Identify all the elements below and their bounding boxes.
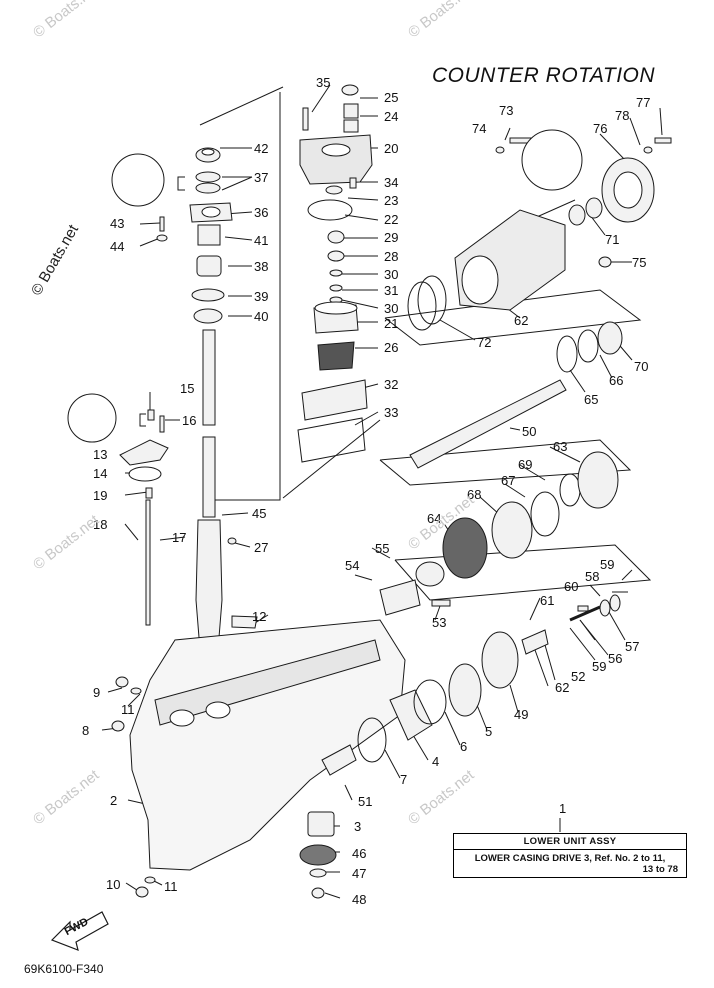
callout-5[interactable]: 5 (485, 724, 493, 739)
group-bracket-upper (205, 92, 281, 501)
callout-48[interactable]: 48 (352, 892, 367, 907)
callout-32[interactable]: 32 (384, 377, 399, 392)
callout-11-b[interactable]: 11 (164, 879, 178, 894)
callout-38[interactable]: 38 (254, 259, 269, 274)
callout-53[interactable]: 53 (432, 615, 447, 630)
callout-72[interactable]: 72 (477, 335, 492, 350)
callout-41[interactable]: 41 (254, 233, 269, 248)
callout-10[interactable]: 10 (106, 877, 121, 892)
callout-39[interactable]: 39 (254, 289, 269, 304)
callout-23[interactable]: 23 (384, 193, 399, 208)
assembly-title: LOWER UNIT ASSY (454, 834, 686, 850)
callout-2[interactable]: 2 (110, 793, 118, 808)
callout-1[interactable]: 1 (559, 801, 567, 816)
group-bracket-pump2 (282, 419, 381, 499)
callout-47[interactable]: 47 (352, 866, 367, 881)
callout-40[interactable]: 40 (254, 309, 269, 324)
callout-58[interactable]: 58 (585, 569, 600, 584)
callout-8[interactable]: 8 (82, 723, 90, 738)
callout-46[interactable]: 46 (352, 846, 367, 861)
callout-21[interactable]: 21 (384, 316, 399, 331)
callout-9[interactable]: 9 (93, 685, 101, 700)
callout-54[interactable]: 54 (345, 558, 360, 573)
callout-30-b[interactable]: 30 (384, 301, 399, 316)
callout-22[interactable]: 22 (384, 212, 399, 227)
callout-49[interactable]: 49 (514, 707, 529, 722)
callout-29[interactable]: 29 (384, 230, 399, 245)
group-bracket-shaft (379, 439, 632, 486)
callout-34[interactable]: 34 (384, 175, 399, 190)
callout-18[interactable]: 18 (93, 517, 108, 532)
callout-56[interactable]: 56 (608, 651, 623, 666)
callout-28[interactable]: 28 (384, 249, 399, 264)
callout-45[interactable]: 45 (252, 506, 267, 521)
callout-51[interactable]: 51 (358, 794, 373, 809)
callout-65[interactable]: 65 (584, 392, 599, 407)
callout-14[interactable]: 14 (93, 466, 108, 481)
callout-78[interactable]: 78 (615, 108, 630, 123)
group-bracket-prop (384, 289, 642, 346)
callout-62[interactable]: 62 (514, 313, 529, 328)
diagram-title: COUNTER ROTATION (432, 64, 656, 87)
callout-20[interactable]: 20 (384, 141, 399, 156)
callout-33[interactable]: 33 (384, 405, 399, 420)
callout-17[interactable]: 17 (172, 530, 187, 545)
callout-6[interactable]: 6 (460, 739, 468, 754)
fwd-arrow (50, 911, 109, 951)
assembly-ref-line: LOWER CASING DRIVE 3, Ref. No. 2 to 11, (474, 853, 666, 864)
callout-66[interactable]: 66 (609, 373, 624, 388)
callout-70[interactable]: 70 (634, 359, 649, 374)
callout-30-a[interactable]: 30 (384, 267, 399, 282)
callout-74[interactable]: 74 (472, 121, 487, 136)
callout-50[interactable]: 50 (522, 424, 537, 439)
callout-71[interactable]: 71 (605, 232, 620, 247)
callout-44[interactable]: 44 (110, 239, 125, 254)
assembly-info-box: LOWER UNIT ASSY LOWER CASING DRIVE 3, Re… (453, 833, 687, 878)
callout-76[interactable]: 76 (593, 121, 608, 136)
callout-31[interactable]: 31 (384, 283, 399, 298)
callout-37[interactable]: 37 (254, 170, 269, 185)
callout-75[interactable]: 75 (632, 255, 647, 270)
callout-60[interactable]: 60 (564, 579, 579, 594)
callout-43[interactable]: 43 (110, 216, 125, 231)
callout-63[interactable]: 63 (553, 439, 568, 454)
callout-42[interactable]: 42 (254, 141, 269, 156)
callout-77[interactable]: 77 (636, 95, 651, 110)
callout-73[interactable]: 73 (499, 103, 514, 118)
callout-11-a[interactable]: 11 (121, 702, 135, 717)
callout-24[interactable]: 24 (384, 109, 399, 124)
callout-26[interactable]: 26 (384, 340, 399, 355)
callout-12[interactable]: 12 (252, 609, 267, 624)
callout-16[interactable]: 16 (182, 413, 197, 428)
callout-7[interactable]: 7 (400, 772, 408, 787)
assembly-ref-line-2: 13 to 78 (642, 864, 678, 875)
callout-15[interactable]: 15 (180, 381, 195, 396)
callout-55[interactable]: 55 (375, 541, 390, 556)
callout-68[interactable]: 68 (467, 487, 482, 502)
group-bracket-pinion (394, 544, 652, 601)
callout-19[interactable]: 19 (93, 488, 108, 503)
callout-59-b[interactable]: 59 (592, 659, 607, 674)
callout-52[interactable]: 52 (571, 669, 586, 684)
callout-35[interactable]: 35 (316, 75, 331, 90)
callout-4[interactable]: 4 (432, 754, 440, 769)
diagram-code: 69K6100-F340 (24, 962, 104, 976)
callout-67[interactable]: 67 (501, 473, 516, 488)
callout-25[interactable]: 25 (384, 90, 399, 105)
callout-64[interactable]: 64 (427, 511, 442, 526)
callout-3[interactable]: 3 (354, 819, 362, 834)
callout-59-a[interactable]: 59 (600, 557, 615, 572)
callout-61-b[interactable]: 62 (555, 680, 570, 695)
callout-69[interactable]: 69 (518, 457, 533, 472)
callout-57[interactable]: 57 (625, 639, 640, 654)
callout-36[interactable]: 36 (254, 205, 269, 220)
callout-27[interactable]: 27 (254, 540, 269, 555)
callout-61-a[interactable]: 61 (540, 593, 555, 608)
callout-13[interactable]: 13 (93, 447, 108, 462)
group-bracket-pump (199, 86, 284, 126)
